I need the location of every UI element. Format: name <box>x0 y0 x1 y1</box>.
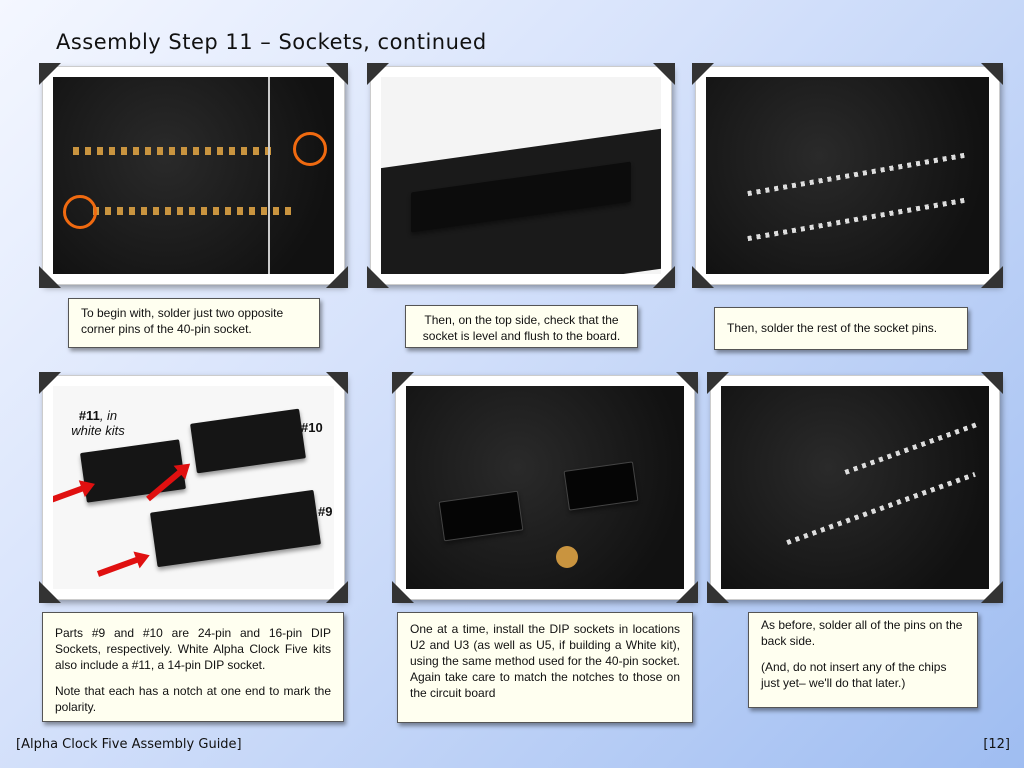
photo-frame-4: #11, in white kits #10 #9 <box>39 372 348 603</box>
page-number: [12] <box>983 737 1010 752</box>
label-part-9: #9 <box>318 504 333 519</box>
photo-solder-corner-pins <box>53 77 334 274</box>
label-part-11: #11, in white kits <box>71 408 125 438</box>
photo-frame-3 <box>692 63 1003 288</box>
guide-title: [Alpha Clock Five Assembly Guide] <box>16 737 242 752</box>
photo-install-sockets <box>406 386 684 589</box>
caption-step-6: As before, solder all of the pins on the… <box>748 612 978 708</box>
photo-frame-2 <box>367 63 675 288</box>
caption-text: Then, solder the rest of the socket pins… <box>727 321 938 335</box>
photo-frame-5 <box>392 372 698 603</box>
caption-step-1: To begin with, solder just two opposite … <box>68 298 320 348</box>
socket-14-pin <box>80 439 186 503</box>
caption-step-3: Then, solder the rest of the socket pins… <box>714 307 968 350</box>
red-arrow-icon <box>53 484 87 504</box>
caption-step-2: Then, on the top side, check that the so… <box>405 305 638 348</box>
socket-16-pin <box>190 408 306 474</box>
photo-soldered-pins <box>706 77 989 274</box>
red-arrow-icon <box>96 555 142 577</box>
photo-frame-1 <box>39 63 348 288</box>
photo-socket-level <box>381 77 661 274</box>
caption-step-5: One at a time, install the DIP sockets i… <box>397 612 693 723</box>
photo-dip-sockets: #11, in white kits #10 #9 <box>53 386 334 589</box>
photo-frame-6 <box>707 372 1003 603</box>
page-title: Assembly Step 11 – Sockets, continued <box>56 30 487 54</box>
caption-text: Note that each has a notch at one end to… <box>55 684 331 714</box>
caption-text: Parts #9 and #10 are 24-pin and 16-pin D… <box>55 626 331 672</box>
photo-back-side <box>721 386 989 589</box>
caption-text: One at a time, install the DIP sockets i… <box>410 622 680 700</box>
caption-text: To begin with, solder just two opposite … <box>81 306 284 336</box>
caption-text: (And, do not insert any of the chips jus… <box>761 660 947 690</box>
socket-24-pin <box>149 489 322 568</box>
caption-text: As before, solder all of the pins on the… <box>761 618 963 648</box>
caption-step-4: Parts #9 and #10 are 24-pin and 16-pin D… <box>42 612 344 722</box>
caption-text: Then, on the top side, check that the so… <box>422 313 621 343</box>
label-part-10: #10 <box>301 420 323 435</box>
